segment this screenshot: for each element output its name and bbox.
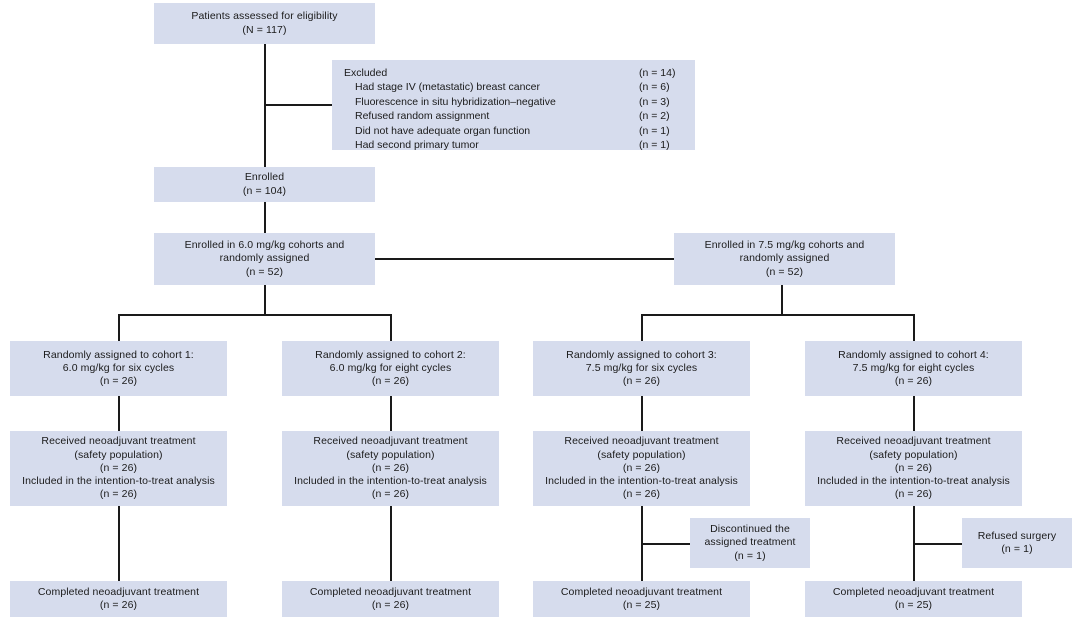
node-cohort3-discontinued: Discontinued the assigned treatment (n =…	[690, 518, 810, 568]
connector-arm60-to-arm75	[364, 258, 686, 260]
node-cohort1-completed: Completed neoadjuvant treatment (n = 26)	[10, 581, 227, 617]
excluded-reason-row: Had stage IV (metastatic) breast cancer …	[355, 81, 670, 94]
connector-cohort4-assign-to-received	[913, 396, 915, 432]
connector-arm60-split-bar	[118, 314, 392, 316]
node-cohort4-assignment: Randomly assigned to cohort 4: 7.5 mg/kg…	[805, 341, 1022, 396]
node-cohort1-received: Received neoadjuvant treatment (safety p…	[10, 431, 227, 506]
excluded-reason-row: Fluorescence in situ hybridization–negat…	[355, 95, 670, 108]
connector-arm60-split-stem	[264, 285, 266, 315]
connector-to-cohort1	[118, 314, 120, 342]
connector-enrolled-to-arm60	[264, 201, 266, 234]
connector-to-cohort3	[641, 314, 643, 342]
node-cohort3-assignment: Randomly assigned to cohort 3: 7.5 mg/kg…	[533, 341, 750, 396]
excluded-reason-row: Refused random assignment (n = 2)	[355, 110, 670, 123]
connector-to-excluded	[264, 104, 332, 106]
excluded-reason-row: Had second primary tumor (n = 1)	[355, 139, 670, 152]
node-cohort4-received: Received neoadjuvant treatment (safety p…	[805, 431, 1022, 506]
node-cohort4-completed: Completed neoadjuvant treatment (n = 25)	[805, 581, 1022, 617]
connector-cohort2-assign-to-received	[390, 396, 392, 432]
excluded-reason-row: Did not have adequate organ function (n …	[355, 124, 670, 137]
connector-cohort3-assign-to-received	[641, 396, 643, 432]
node-patients-assessed: Patients assessed for eligibility (N = 1…	[154, 3, 375, 44]
connector-cohort4-to-dropout	[913, 543, 962, 545]
excluded-title-row: Excluded (n = 14)	[344, 67, 676, 79]
connector-to-cohort2	[390, 314, 392, 342]
node-excluded: Excluded (n = 14) Had stage IV (metastat…	[332, 60, 695, 152]
node-cohort3-completed: Completed neoadjuvant treatment (n = 25)	[533, 581, 750, 617]
node-cohort2-completed: Completed neoadjuvant treatment (n = 26)	[282, 581, 499, 617]
connector-cohort2-received-to-completed	[390, 506, 392, 582]
connector-arm75-split-stem	[781, 285, 783, 315]
connector-cohort1-assign-to-received	[118, 396, 120, 432]
node-cohort2-received: Received neoadjuvant treatment (safety p…	[282, 431, 499, 506]
node-cohort1-assignment: Randomly assigned to cohort 1: 6.0 mg/kg…	[10, 341, 227, 396]
node-arm-60mgkg: Enrolled in 6.0 mg/kg cohorts and random…	[154, 233, 375, 285]
connector-arm75-split-bar	[641, 314, 915, 316]
node-cohort3-received: Received neoadjuvant treatment (safety p…	[533, 431, 750, 506]
node-arm-75mgkg: Enrolled in 7.5 mg/kg cohorts and random…	[674, 233, 895, 285]
node-enrolled: Enrolled (n = 104)	[154, 167, 375, 202]
connector-to-cohort4	[913, 314, 915, 342]
node-cohort4-refused-surgery: Refused surgery (n = 1)	[962, 518, 1072, 568]
connector-assessed-to-enrolled	[264, 44, 266, 168]
connector-cohort3-to-dropout	[641, 543, 690, 545]
connector-cohort1-received-to-completed	[118, 506, 120, 582]
node-cohort2-assignment: Randomly assigned to cohort 2: 6.0 mg/kg…	[282, 341, 499, 396]
